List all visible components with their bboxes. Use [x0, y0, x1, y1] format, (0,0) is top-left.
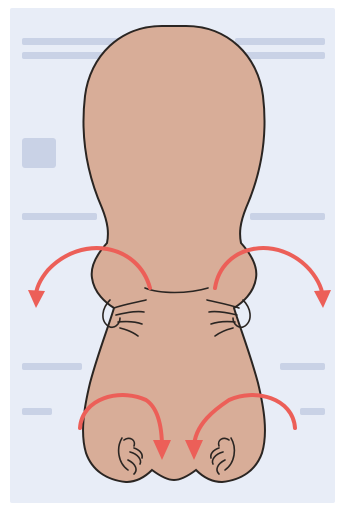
illustration-panel [10, 8, 335, 503]
fetus-illustration [10, 8, 335, 503]
